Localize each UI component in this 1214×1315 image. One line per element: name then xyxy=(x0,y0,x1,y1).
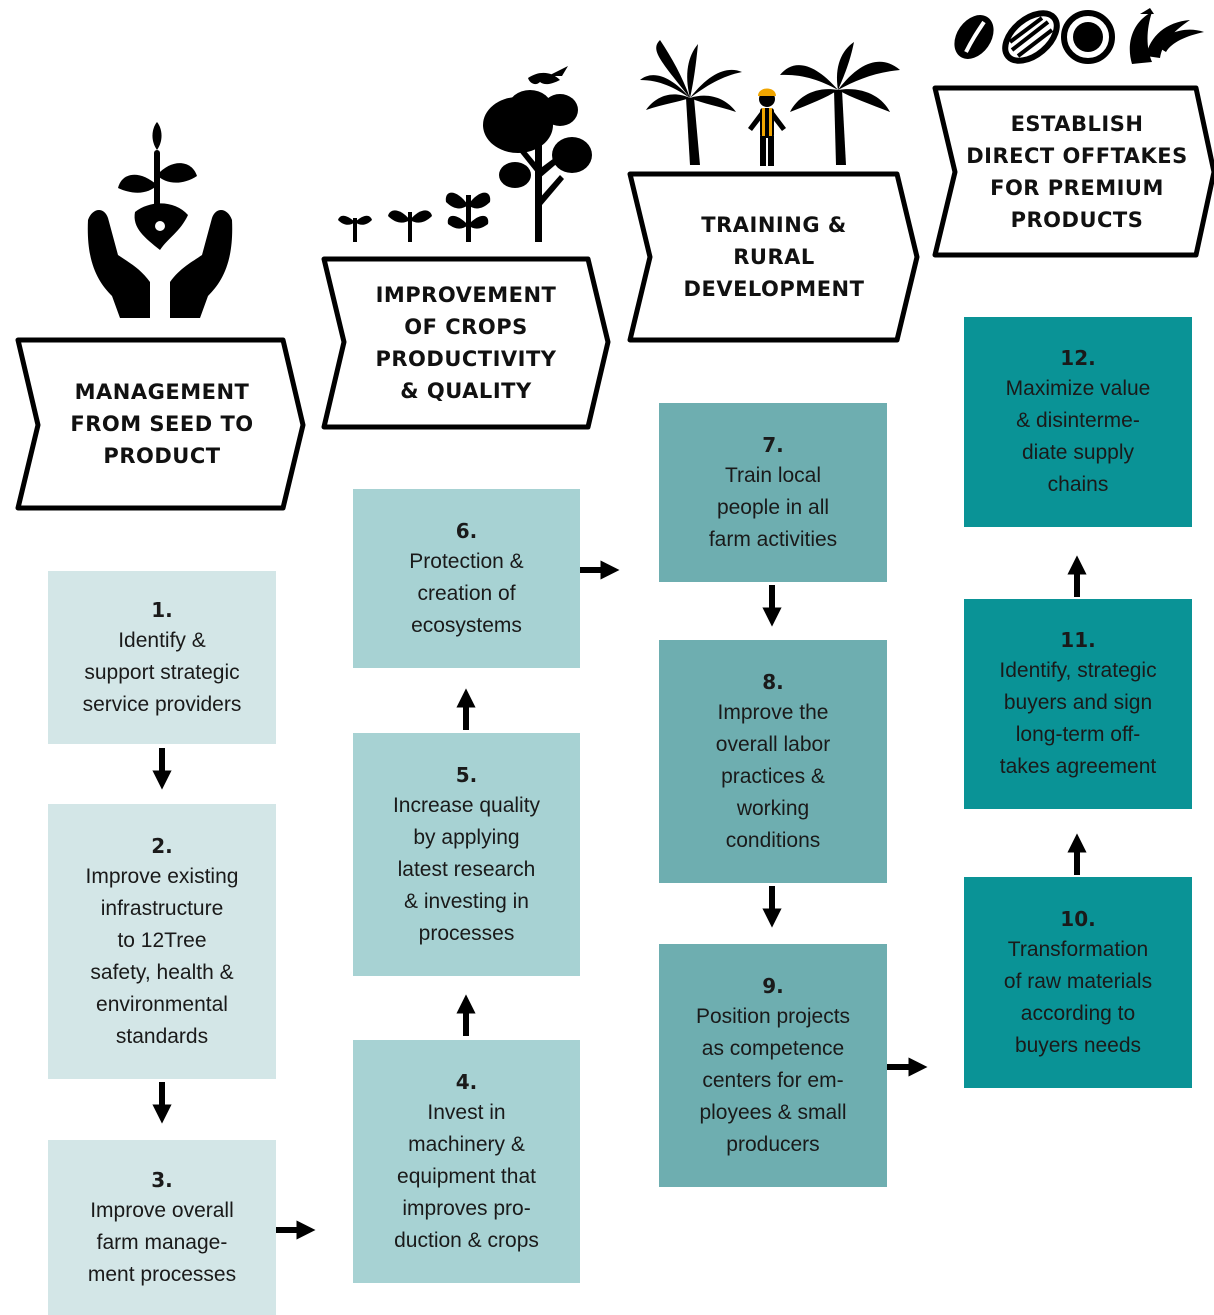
step-text: Maximize value & disinterme- diate suppl… xyxy=(1005,377,1151,496)
step-number: 12. xyxy=(1060,346,1096,370)
palm-trees-worker-icon xyxy=(640,40,900,166)
step-text: Identify, strategic buyers and sign long… xyxy=(999,659,1157,778)
step-number: 11. xyxy=(1060,628,1096,652)
step-number: 1. xyxy=(151,597,173,622)
step-number: 8. xyxy=(762,669,784,694)
step-text: Transformation of raw materials accordin… xyxy=(1003,937,1153,1057)
phase-chevron-4 xyxy=(932,85,1214,258)
step-number: 3. xyxy=(151,1167,173,1192)
step-text: Protection & creation of ecosystems xyxy=(409,549,524,637)
phase-title-3: TRAINING & RURAL DEVELOPMENT xyxy=(683,213,865,301)
step-box-6: 6. Protection & creation of ecosystems xyxy=(353,489,580,668)
step-text: Increase quality by applying latest rese… xyxy=(392,793,541,945)
phase-chevron-3 xyxy=(627,171,920,343)
step-box-11: 11. Identify, strategic buyers and sign … xyxy=(964,599,1192,809)
step-box-7: 7. Train local people in all farm activi… xyxy=(659,403,887,582)
step-text: Improve existing infrastructure to 12Tre… xyxy=(85,864,239,1048)
step-text: Invest in machinery & equipment that imp… xyxy=(394,1100,539,1252)
step-number: 10. xyxy=(1060,906,1096,931)
step-text: Improve overall farm manage- ment proces… xyxy=(87,1198,237,1286)
products-icon xyxy=(954,8,1204,64)
plants-growth-icon xyxy=(338,66,592,242)
step-box-10: 10. Transformation of raw materials acco… xyxy=(964,877,1192,1088)
step-box-4: 4. Invest in machinery & equipment that … xyxy=(353,1040,580,1283)
step-text: Improve the overall labor practices & wo… xyxy=(715,700,831,852)
step-number: 4. xyxy=(455,1069,478,1094)
step-box-3: 3. Improve overall farm manage- ment pro… xyxy=(48,1140,276,1315)
step-text: Identify & support strategic service pro… xyxy=(82,628,242,716)
step-number: 2. xyxy=(151,833,173,858)
phase-chevron-1 xyxy=(15,337,306,511)
step-text: Position projects as competence centers … xyxy=(695,1004,851,1156)
step-number: 7. xyxy=(762,432,784,457)
step-number: 6. xyxy=(455,518,478,543)
step-number: 9. xyxy=(762,973,784,998)
step-box-8: 8. Improve the overall labor practices &… xyxy=(659,640,887,883)
step-text: Train local people in all farm activitie… xyxy=(708,463,838,551)
step-box-9: 9. Position projects as competence cente… xyxy=(659,944,887,1187)
step-box-5: 5. Increase quality by applying latest r… xyxy=(353,733,580,976)
step-box-1: 1. Identify & support strategic service … xyxy=(48,571,276,744)
step-box-2: 2. Improve existing infrastructure to 12… xyxy=(48,804,276,1079)
phase-title-4: ESTABLISH DIRECT OFFTAKES FOR PREMIUM PR… xyxy=(966,111,1188,232)
step-box-12: 12. Maximize value & disinterme- diate s… xyxy=(964,317,1192,527)
phase-title-2: IMPROVEMENT OF CROPS PRODUCTIVITY & QUAL… xyxy=(375,283,557,403)
hands-sprout-icon xyxy=(87,122,233,318)
phase-chevron-2 xyxy=(321,256,611,430)
step-number: 5. xyxy=(455,762,478,787)
phase-title-1: MANAGEMENT FROM SEED TO PRODUCT xyxy=(70,380,254,468)
